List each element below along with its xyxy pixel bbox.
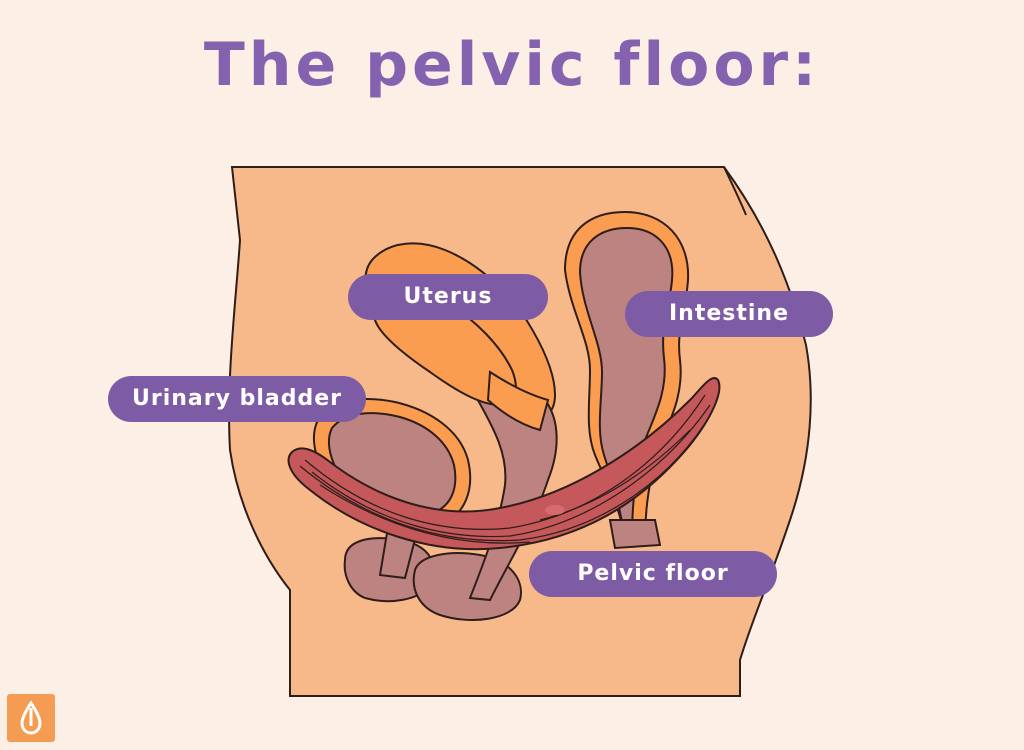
muscle-fiber-3	[299, 411, 713, 542]
drop-icon	[20, 700, 42, 735]
page-title: The pelvic floor:	[203, 30, 821, 100]
rectum	[608, 519, 662, 550]
pelvic-floor-label: Pelvic floor	[529, 551, 777, 597]
uterus-tube	[486, 370, 550, 432]
brand-logo	[7, 694, 55, 742]
pelvic-floor-muscle	[287, 377, 721, 551]
back-contour	[723, 166, 747, 216]
muscle-fiber-2	[311, 404, 711, 538]
uterus-label: Uterus	[348, 274, 548, 320]
muscle-fiber-1	[304, 394, 706, 530]
muscle-highlight	[545, 505, 565, 515]
urinary-bladder-label: Urinary bladder	[108, 376, 366, 422]
muscle-fiber-4	[319, 484, 531, 544]
intestine-label: Intestine	[625, 291, 833, 337]
